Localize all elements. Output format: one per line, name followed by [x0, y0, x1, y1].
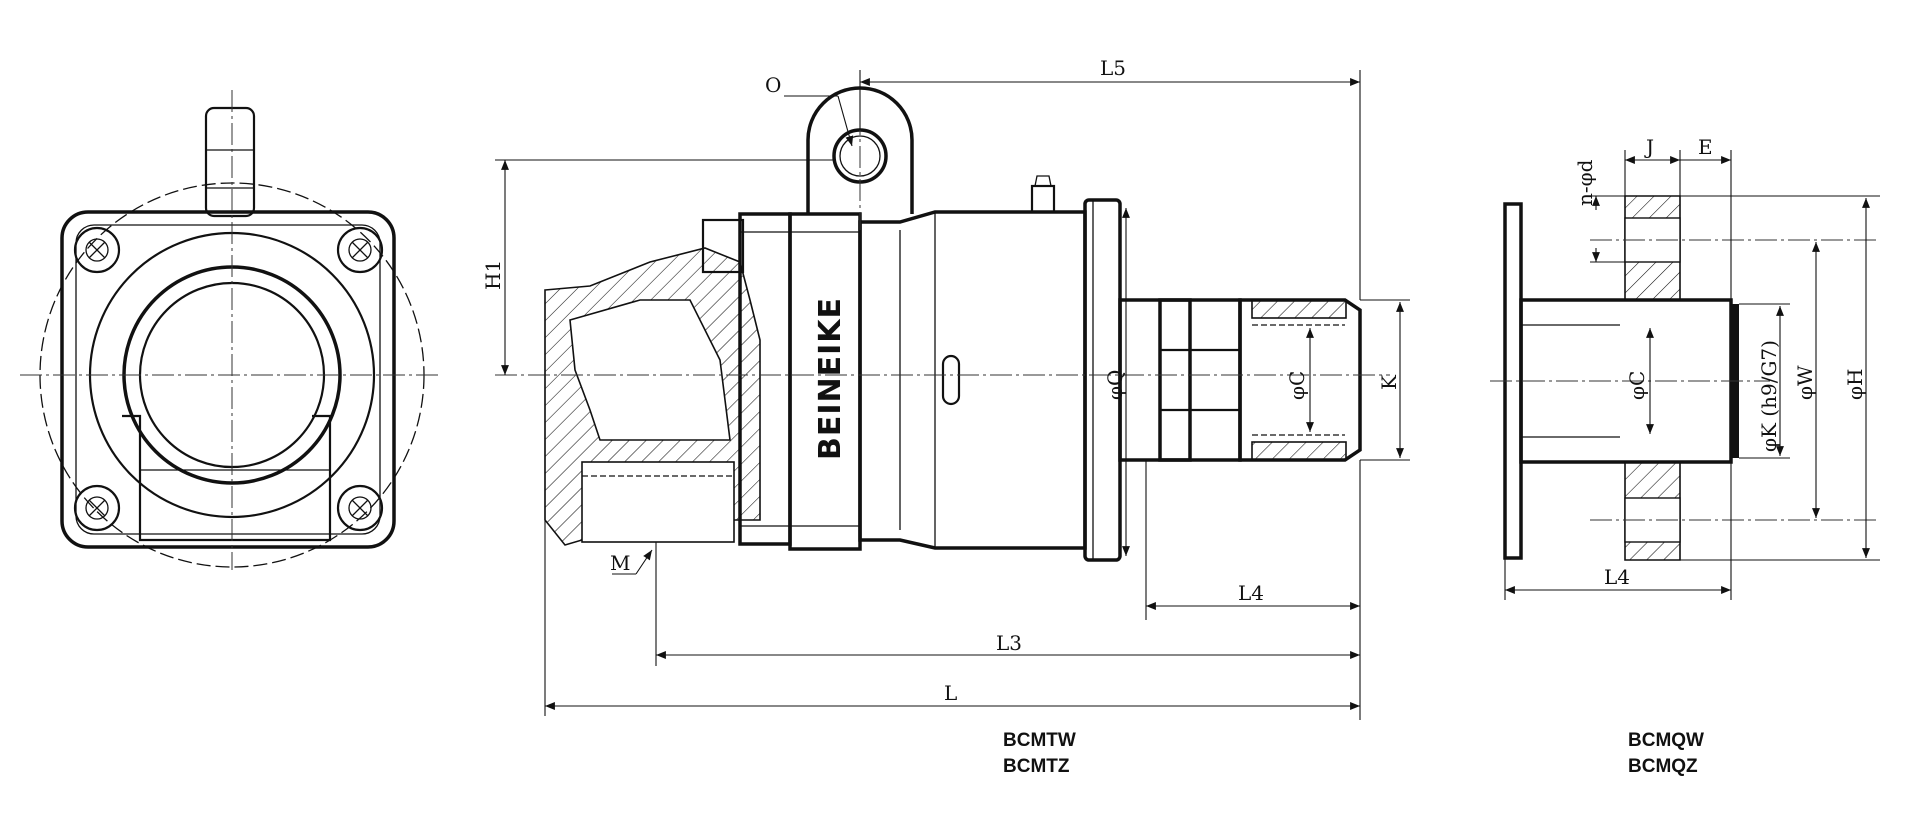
dim-H1: H1: [481, 260, 505, 290]
model-name-middle-1: BCMTW: [1003, 730, 1076, 751]
side-view-dimensions: L5 O H1 φQ φC K L4 M L3 L: [481, 56, 1410, 720]
dim-L4-right: L4: [1604, 565, 1630, 589]
dim-J: J: [1644, 135, 1654, 159]
flange-section-view: [1490, 195, 1880, 561]
dim-O: O: [765, 73, 781, 97]
dim-L3: L3: [996, 631, 1022, 655]
dim-L4-mid: L4: [1238, 581, 1264, 605]
dim-C-right: φC: [1625, 371, 1649, 400]
bolt-icon: [336, 484, 384, 532]
bolt-icon: [336, 226, 384, 274]
flange-section-dimensions: n-φd J E φC φK (h9/G7) φW φH L4: [1504, 135, 1880, 600]
dim-C-mid: φC: [1285, 371, 1309, 400]
dim-K-mid: K: [1377, 374, 1401, 390]
dim-W: φW: [1793, 365, 1817, 400]
dim-L5: L5: [1100, 56, 1126, 80]
model-name-right-1: BCMQW: [1628, 730, 1704, 751]
dim-K-right: φK (h9/G7): [1757, 340, 1781, 452]
dim-M: M: [610, 551, 630, 575]
bolt-icon: [73, 484, 121, 532]
dim-E: E: [1698, 135, 1713, 159]
end-view: [20, 90, 440, 570]
model-name-right-2: BCMQZ: [1628, 756, 1698, 777]
bolt-icon: [73, 226, 121, 274]
dim-H: φH: [1843, 369, 1867, 400]
side-view: BEINEIKE: [495, 80, 1390, 562]
dim-Q: φQ: [1103, 370, 1127, 400]
dim-n-d: n-φd: [1573, 159, 1597, 206]
model-name-middle-2: BCMTZ: [1003, 756, 1070, 777]
brand-text: BEINEIKE: [813, 297, 848, 460]
dim-L: L: [944, 681, 957, 705]
